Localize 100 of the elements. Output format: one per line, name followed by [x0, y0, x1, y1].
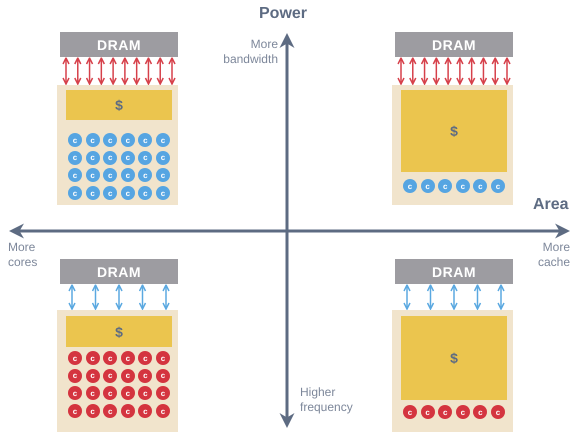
- double-arrow: [491, 57, 499, 85]
- core-circle: c: [86, 133, 100, 147]
- double-arrow: [138, 284, 146, 310]
- double-arrow: [132, 57, 140, 85]
- chip-panel: [57, 85, 178, 205]
- core-circle: c: [156, 404, 170, 418]
- core-circle: c: [156, 351, 170, 365]
- core-circle: c: [120, 150, 135, 165]
- core-circle: c: [138, 133, 152, 147]
- core-circle: c: [156, 168, 170, 182]
- core-circle: c: [138, 186, 152, 200]
- core-circle: c: [403, 405, 417, 419]
- axis-end-label: Higher frequency: [300, 385, 354, 415]
- core-circle: c: [120, 386, 135, 400]
- core-circle: c: [156, 368, 170, 383]
- double-arrow: [456, 57, 464, 85]
- core-circle: c: [68, 133, 82, 147]
- double-arrow: [115, 284, 123, 310]
- core-circle: c: [138, 404, 152, 418]
- double-arrow: [144, 57, 152, 85]
- core-circle: c: [156, 150, 170, 165]
- double-arrow: [74, 57, 82, 85]
- core-circle: c: [120, 351, 135, 365]
- double-arrow: [444, 57, 452, 85]
- chip-panel: [392, 310, 513, 432]
- double-arrow: [450, 284, 458, 310]
- core-circle: c: [138, 351, 152, 365]
- core-circle: c: [68, 368, 82, 383]
- core-circle: c: [456, 179, 470, 193]
- double-arrow: [68, 284, 76, 310]
- core-circle: c: [138, 386, 152, 400]
- axis-title: Power: [259, 5, 308, 23]
- core-circle: c: [473, 405, 488, 419]
- core-circle: c: [403, 179, 417, 193]
- double-arrow: [109, 57, 117, 85]
- double-arrow: [162, 284, 170, 310]
- core-circle: c: [86, 186, 100, 200]
- core-circle: c: [103, 150, 118, 165]
- core-circle: c: [103, 368, 118, 383]
- double-arrow: [497, 284, 505, 310]
- dram-box: DRAM: [395, 259, 513, 284]
- axis-end-label: More bandwidth: [222, 37, 278, 67]
- core-circle: c: [120, 368, 135, 383]
- double-arrow: [420, 57, 428, 85]
- double-arrow: [168, 57, 176, 85]
- double-arrow: [468, 57, 476, 85]
- core-circle: c: [473, 179, 488, 193]
- core-circle: c: [438, 405, 452, 419]
- core-circle: c: [420, 179, 435, 193]
- core-circle: c: [68, 386, 82, 400]
- core-circle: c: [420, 405, 435, 419]
- double-arrow: [432, 57, 440, 85]
- cache-block: $: [401, 316, 507, 400]
- core-circle: c: [86, 168, 100, 182]
- core-circle: c: [86, 150, 100, 165]
- core-circle: c: [103, 133, 118, 147]
- chip-panel: [57, 310, 178, 432]
- core-circle: c: [68, 150, 82, 165]
- core-circle: c: [456, 405, 470, 419]
- core-circle: c: [120, 168, 135, 182]
- core-circle: c: [120, 404, 135, 418]
- core-circle: c: [156, 386, 170, 400]
- core-circle: c: [68, 404, 82, 418]
- core-circle: c: [138, 368, 152, 383]
- core-circle: c: [103, 186, 118, 200]
- dram-box: DRAM: [60, 259, 178, 284]
- double-arrow: [86, 57, 94, 85]
- double-arrow: [62, 57, 70, 85]
- double-arrow: [397, 57, 405, 85]
- core-circle: c: [120, 133, 135, 147]
- axis-title: Area: [533, 196, 569, 214]
- double-arrow: [474, 284, 482, 310]
- axis-end-label: More cache: [536, 240, 570, 270]
- core-circle: c: [86, 404, 100, 418]
- core-circle: c: [156, 186, 170, 200]
- core-circle: c: [491, 179, 505, 193]
- core-circle: c: [103, 386, 118, 400]
- core-circle: c: [103, 168, 118, 182]
- double-arrow: [121, 57, 129, 85]
- core-circle: c: [138, 150, 152, 165]
- axis-end-label: More cores: [8, 240, 38, 270]
- double-arrow: [503, 57, 511, 85]
- core-circle: c: [68, 186, 82, 200]
- double-arrow: [403, 284, 411, 310]
- cache-block: $: [66, 316, 172, 347]
- double-arrow: [480, 57, 488, 85]
- core-circle: c: [103, 351, 118, 365]
- core-circle: c: [103, 404, 118, 418]
- core-circle: c: [86, 351, 100, 365]
- core-circle: c: [120, 186, 135, 200]
- dram-box: DRAM: [395, 32, 513, 57]
- double-arrow: [426, 284, 434, 310]
- double-arrow: [92, 284, 100, 310]
- core-circle: c: [138, 168, 152, 182]
- chip-panel: [392, 85, 513, 205]
- cache-block: $: [401, 90, 507, 172]
- core-circle: c: [68, 351, 82, 365]
- core-circle: c: [86, 386, 100, 400]
- core-circle: c: [438, 179, 452, 193]
- core-circle: c: [156, 133, 170, 147]
